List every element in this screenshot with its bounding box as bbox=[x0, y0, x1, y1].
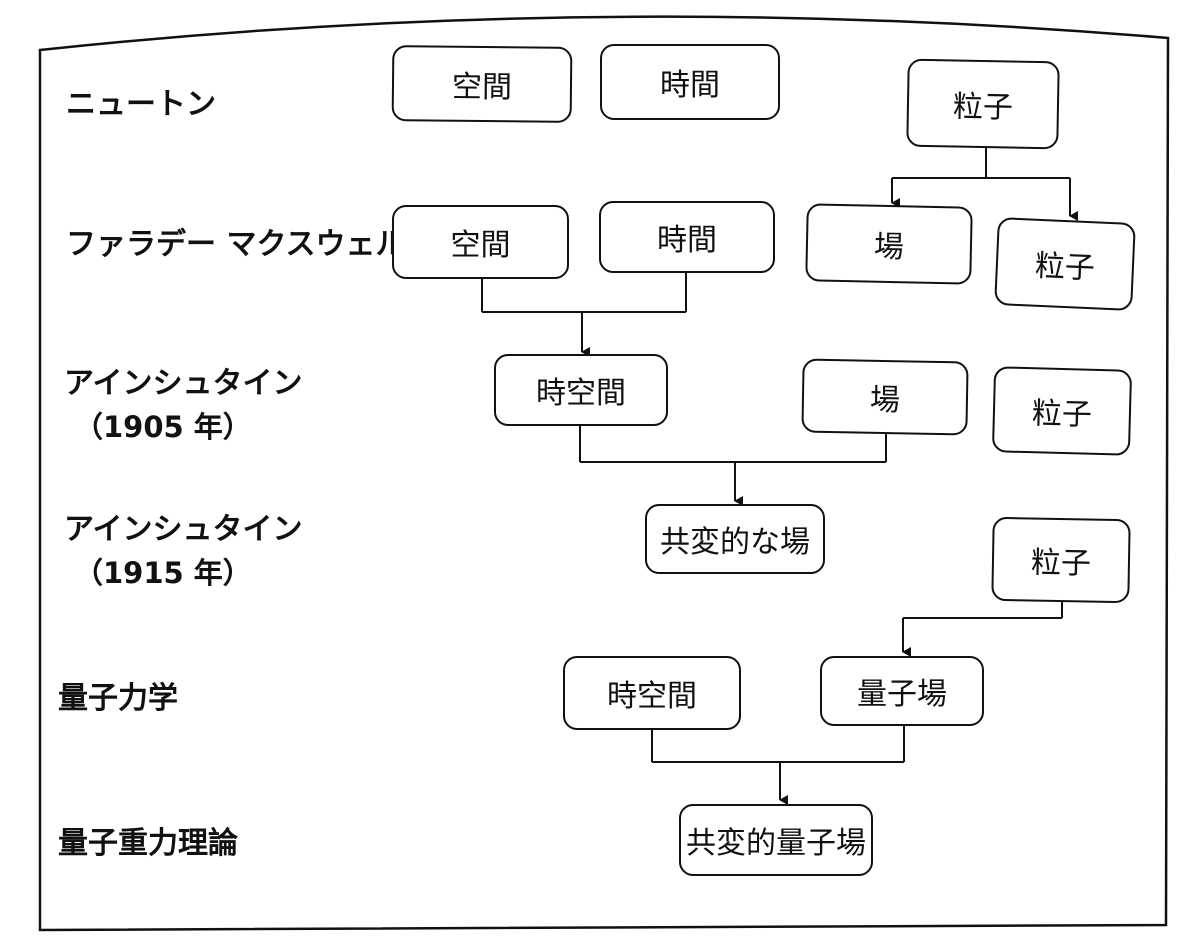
connector-qm-merge bbox=[651, 724, 905, 805]
row-label-einstein-1915-year: （1915 年） bbox=[74, 556, 252, 590]
row-label-einstein-1905: アインシュタイン bbox=[64, 366, 303, 401]
row-label-einstein-1905-year: （1905 年） bbox=[74, 410, 252, 444]
row-label-quantum-mechanics: 量子力学 bbox=[58, 681, 178, 716]
node-fm-space: 空間 bbox=[392, 205, 569, 279]
node-fm-particle: 粒子 bbox=[994, 217, 1136, 311]
node-e1905-field: 場 bbox=[801, 358, 969, 436]
node-fm-time: 時間 bbox=[599, 201, 775, 273]
node-newton-space: 空間 bbox=[391, 45, 573, 123]
row-label-einstein-1915: アインシュタイン bbox=[64, 512, 303, 547]
node-e1905-spacetime: 時空間 bbox=[494, 354, 668, 426]
node-e1905-particle: 粒子 bbox=[991, 366, 1133, 456]
node-newton-particle: 粒子 bbox=[906, 58, 1060, 150]
connector-spacetime-field-merge bbox=[579, 425, 887, 506]
node-e1915-covariant-field: 共変的な場 bbox=[645, 504, 825, 574]
connector-space-time-merge bbox=[481, 272, 687, 357]
node-qm-spacetime: 時空間 bbox=[563, 656, 741, 730]
node-fm-field: 場 bbox=[805, 203, 973, 285]
connector-particle-split bbox=[891, 146, 1078, 221]
row-label-newton: ニュートン bbox=[66, 87, 216, 122]
node-e1915-particle: 粒子 bbox=[991, 516, 1131, 604]
row-label-quantum-gravity: 量子重力理論 bbox=[58, 826, 238, 861]
node-qg-covariant-quantum-field: 共変的量子場 bbox=[679, 804, 873, 876]
node-newton-time: 時間 bbox=[600, 44, 780, 120]
row-label-faraday-maxwell: ファラデー マクスウェル bbox=[66, 227, 406, 262]
outer-frame bbox=[38, 15, 1170, 932]
node-qm-quantum-field: 量子場 bbox=[820, 656, 984, 726]
